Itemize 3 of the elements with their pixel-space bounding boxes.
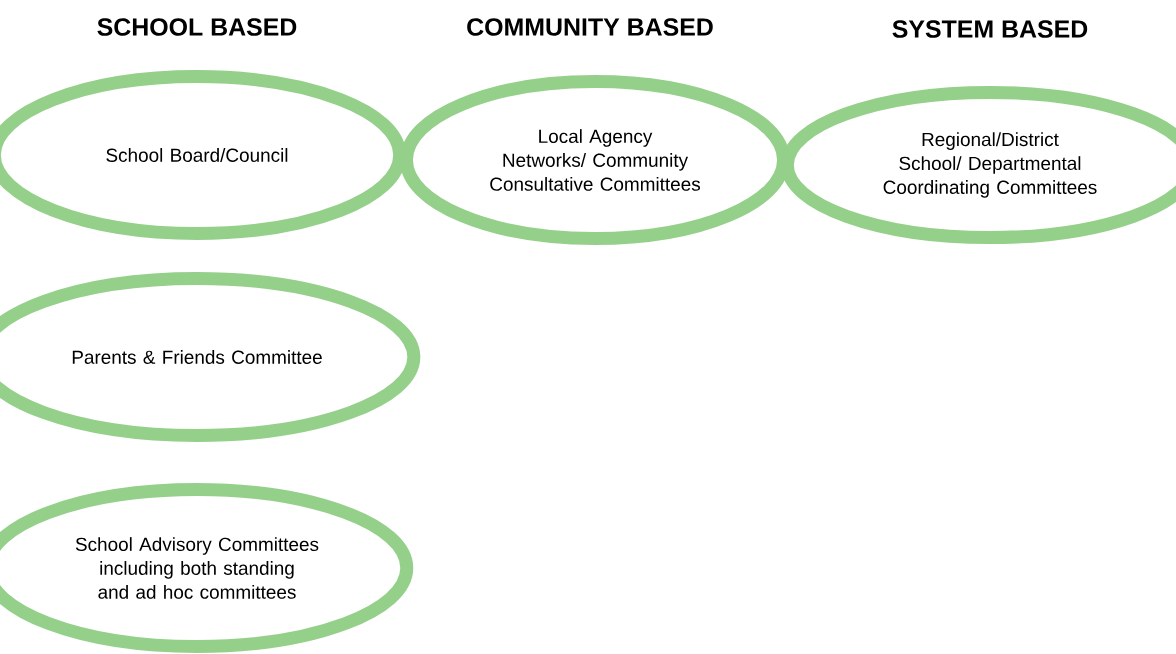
- column-heading: SCHOOL BASED: [97, 18, 297, 36]
- column-heading: SYSTEM BASED: [892, 20, 1088, 38]
- column-heading: COMMUNITY BASED: [467, 18, 713, 36]
